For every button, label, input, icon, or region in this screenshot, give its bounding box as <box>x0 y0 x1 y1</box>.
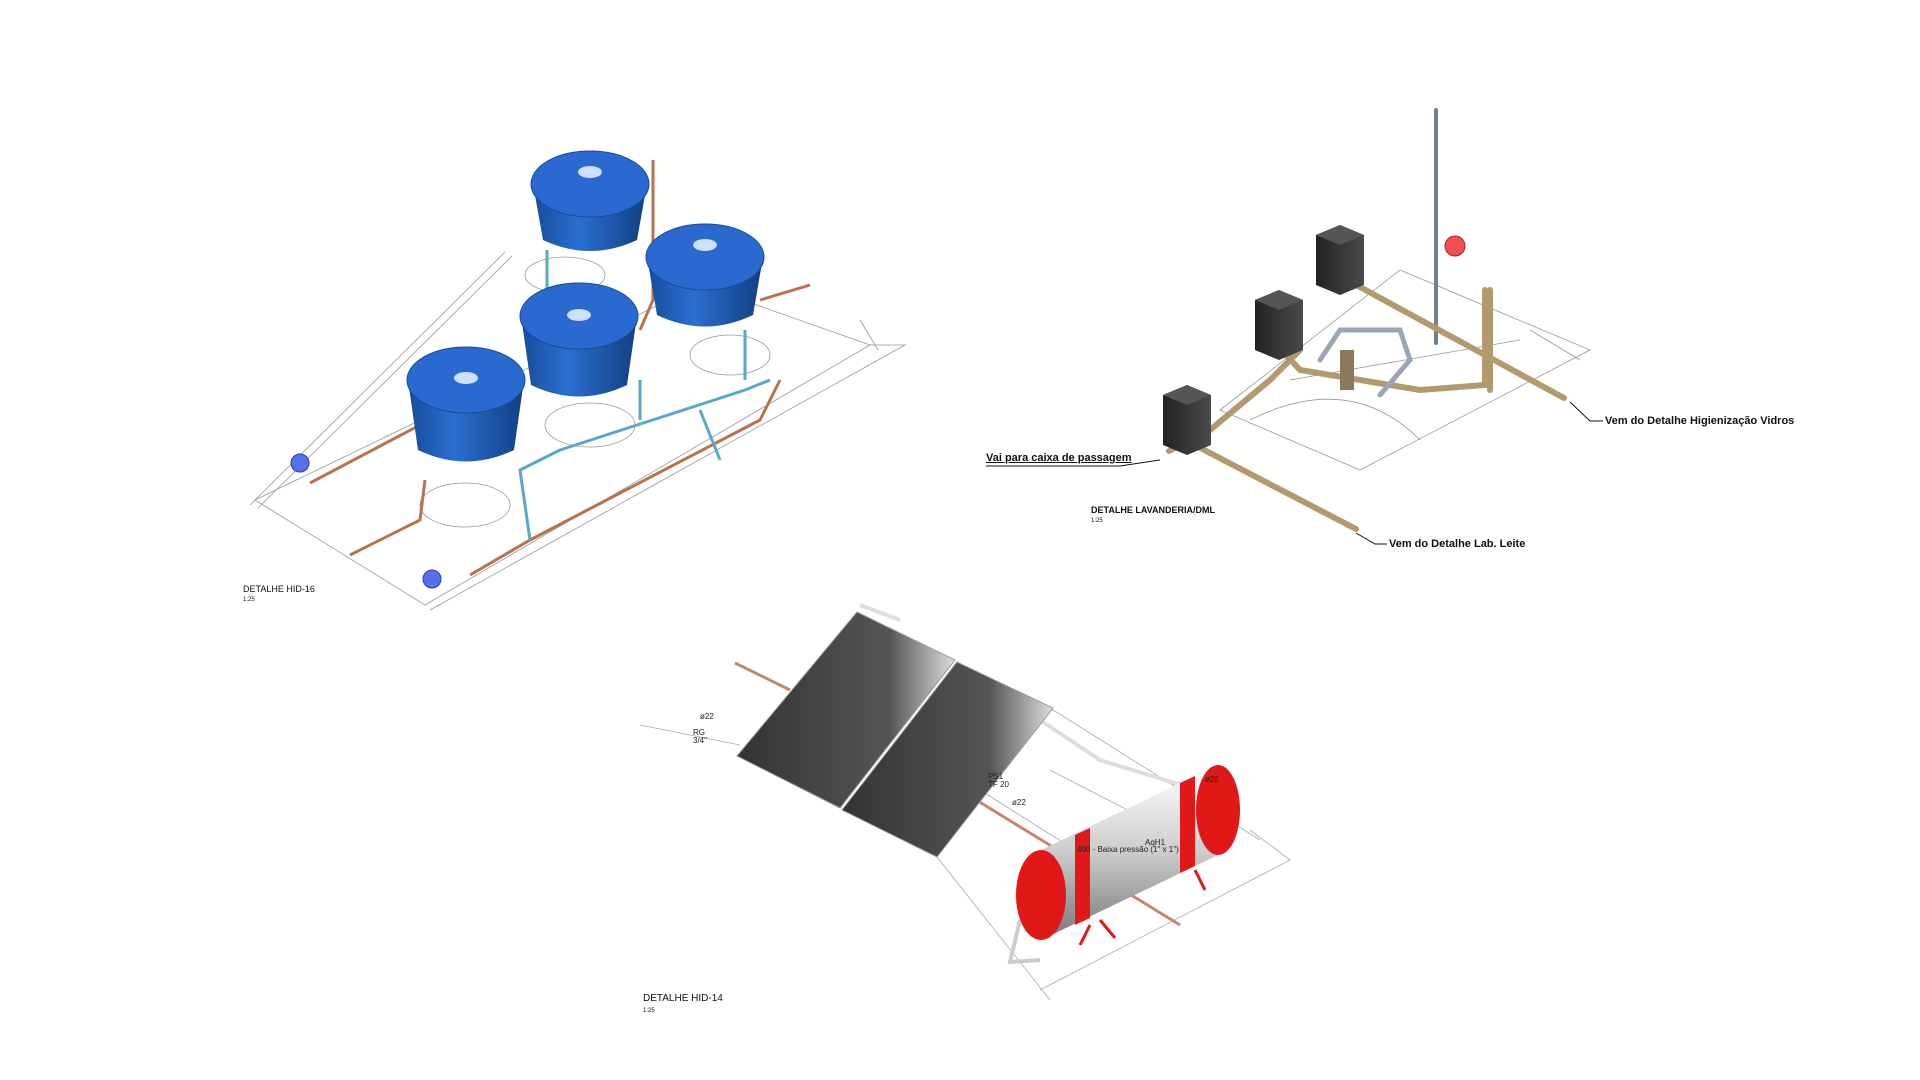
floor-drain-box <box>1255 290 1303 360</box>
blue-marker <box>290 453 310 473</box>
pipe-size-label: ø22 <box>1012 798 1026 807</box>
lavanderia-pipes <box>1166 108 1567 532</box>
heater-tag: AqH1 <box>1145 838 1166 847</box>
blue-marker <box>422 569 442 589</box>
floor-drain-box <box>1163 385 1211 455</box>
pipe-size-label: ø22 <box>700 712 714 721</box>
water-tank <box>645 223 765 327</box>
rg-size: 3/4" <box>693 736 707 745</box>
detail-scale: 1:25 <box>1091 518 1103 524</box>
detail-title: DETALHE HID-14 <box>643 993 723 1004</box>
water-tank <box>519 282 639 397</box>
floor-drain-box <box>1316 225 1364 295</box>
callout-arrows <box>986 401 1603 545</box>
detail-scale: 1:25 <box>643 1008 655 1014</box>
callout-from-glass: Vem do Detalhe Higienização Vidros <box>1605 415 1795 427</box>
rg-label: RG <box>693 728 705 737</box>
callout-from-lab: Vem do Detalhe Lab. Leite <box>1389 538 1526 550</box>
detail-title: DETALHE HID-16 <box>243 584 315 594</box>
water-tank <box>406 346 526 462</box>
pipe-size-label: ø22 <box>1205 775 1219 784</box>
panel-tag: PS1 <box>988 772 1004 781</box>
detail-title: DETALHE LAVANDERIA/DML <box>1091 505 1215 515</box>
detail-scale: 1:25 <box>243 597 255 603</box>
heater-description: 400 - Baixa pressão (1" x 1") <box>1077 845 1179 854</box>
callout-to-box: Vai para caixa de passagem <box>986 452 1132 464</box>
solar-panels <box>736 611 1054 858</box>
water-heater <box>1016 765 1240 946</box>
panel-subtag: TF 20 <box>988 780 1009 789</box>
red-marker <box>1444 235 1466 257</box>
water-tank <box>530 150 650 251</box>
